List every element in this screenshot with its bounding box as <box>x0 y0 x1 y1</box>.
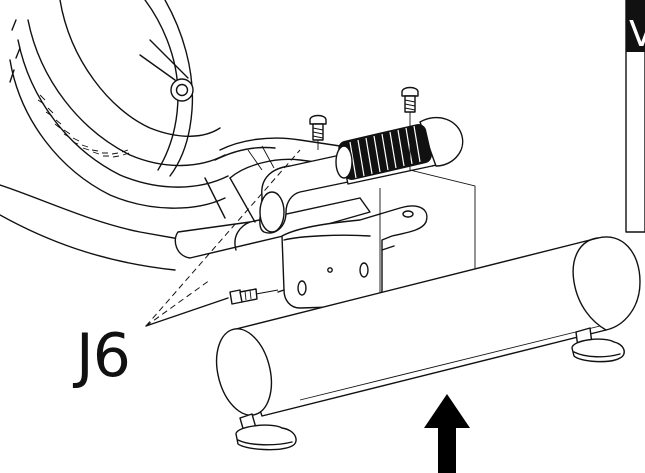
screw-side <box>229 288 258 305</box>
callout-box-letter: V <box>629 14 645 55</box>
front-stabilizer-tube <box>215 236 641 417</box>
part-label-j6: J6 <box>76 321 131 391</box>
stabilizer-handle <box>259 117 464 234</box>
alignment-lines <box>255 112 478 301</box>
screw-top-left <box>309 114 327 141</box>
flywheel-housing <box>0 0 229 271</box>
label-leader-lines <box>145 149 301 327</box>
callout-box: V <box>625 0 645 233</box>
up-arrow-icon <box>424 394 470 473</box>
grip-texture <box>338 123 432 181</box>
screw-top-right <box>401 86 419 113</box>
mounting-bracket <box>277 205 428 309</box>
leveling-foot-right <box>571 327 625 363</box>
leveling-foot-left <box>235 413 297 451</box>
